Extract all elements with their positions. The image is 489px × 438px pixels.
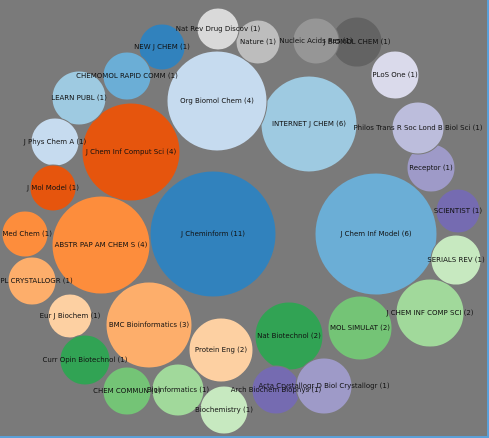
bubble-j-chem-inf-comp-sci[interactable] <box>395 278 465 348</box>
bubble-curr-opin-biotechnol[interactable] <box>59 334 111 386</box>
bubble-scientist[interactable] <box>435 188 481 234</box>
bubble-label-j-biomol-chem: J BIOMOL CHEM (1) <box>322 38 390 46</box>
bubble-mol-simulat[interactable] <box>327 295 393 361</box>
bubble-label-nat-rev-drug-discov: Nat Rev Drug Discov (1) <box>176 25 261 33</box>
bubble-label-chemomol-rapid-comm: CHEMOMOL RAPID COMM (1) <box>76 72 178 80</box>
bubble-label-org-biomol-chem: Org Biomol Chem (4) <box>180 97 254 105</box>
bubble-label-curr-opin-biotechnol: Curr Opin Biotechnol (1) <box>43 356 128 364</box>
bubble-label-j-med-chem: J Med Chem (1) <box>0 230 52 238</box>
bubble-label-j-chem-inf-comput-sci: J Chem Inf Comput Sci (4) <box>85 148 177 156</box>
bubble-label-j-phys-chem-a: J Phys Chem A (1) <box>23 138 87 146</box>
bubble-nucleic-acids-res[interactable] <box>292 17 340 65</box>
bubble-acta-crystallogr-d-biol-crystallogr[interactable] <box>295 357 353 415</box>
bubble-eur-j-biochem[interactable] <box>47 293 93 339</box>
bubble-j-chem-inf-model[interactable] <box>314 172 438 296</box>
bubble-label-j-mol-model: J Mol Model (1) <box>26 184 79 192</box>
bubble-label-philos-trans-r-soc-lond-b-biol-sci: Philos Trans R Soc Lond B Biol Sci (1) <box>353 124 482 132</box>
bubble-org-biomol-chem[interactable] <box>166 50 268 152</box>
bubble-label-mol-simulat: MOL SIMULAT (2) <box>330 324 390 332</box>
bubble-j-cheminform[interactable] <box>149 170 277 298</box>
bubble-label-learn-publ: LEARN PUBL (1) <box>51 94 107 102</box>
bubble-plos-one[interactable] <box>370 50 420 100</box>
bubble-nat-rev-drug-discov[interactable] <box>196 7 240 51</box>
bubble-j-med-chem[interactable] <box>1 210 49 258</box>
bubble-label-j-cheminform: J Cheminform (11) <box>180 230 245 238</box>
bubble-label-j-chem-inf-comp-sci: J CHEM INF COMP SCI (2) <box>385 309 473 317</box>
bubble-label-scientist: SCIENTIST (1) <box>434 207 483 215</box>
bubble-chemomol-rapid-comm[interactable] <box>102 51 152 101</box>
bubble-label-bmc-bioinformatics: BMC Bioinformatics (3) <box>109 321 190 329</box>
bubble-label-eur-j-biochem: Eur J Biochem (1) <box>40 312 101 320</box>
bubble-label-j-chem-inf-model: J Chem Inf Model (6) <box>339 230 412 238</box>
bubble-abstr-pap-am-chem-s[interactable] <box>51 195 151 295</box>
bubble-new-j-chem[interactable] <box>138 23 186 71</box>
bubble-chem-commun[interactable] <box>102 366 152 416</box>
bubble-nature[interactable] <box>235 19 281 65</box>
bubble-label-nucleic-acids-res: Nucleic Acids Res (1) <box>279 37 352 45</box>
bubble-label-protein-eng: Protein Eng (2) <box>195 346 247 354</box>
bubble-serials-rev[interactable] <box>430 234 482 286</box>
bubble-j-chem-inf-comput-sci[interactable] <box>81 102 181 202</box>
bubble-label-nature: Nature (1) <box>240 38 276 46</box>
bubble-bmc-bioinformatics[interactable] <box>105 281 193 369</box>
bubble-label-abstr-pap-am-chem-s: ABSTR PAP AM CHEM S (4) <box>55 241 148 249</box>
bubble-label-chem-commun: CHEM COMMUN (1) <box>93 387 161 395</box>
bubble-label-biochemistry: Biochemistry (1) <box>195 406 253 414</box>
bubble-label-nat-biotechnol: Nat Biotechnol (2) <box>257 332 321 340</box>
bubble-learn-publ[interactable] <box>51 70 107 126</box>
bubble-philos-trans-r-soc-lond-b-biol-sci[interactable] <box>391 101 445 155</box>
bubble-biochemistry[interactable] <box>199 385 249 435</box>
bubble-j-mol-model[interactable] <box>29 164 77 212</box>
bubble-label-bioinformatics: Bioinformatics (1) <box>147 386 210 394</box>
bubble-appl-crystallogr[interactable] <box>7 256 57 306</box>
bubble-label-appl-crystallogr: APPL CRYSTALLOGR (1) <box>0 277 73 285</box>
bubble-label-new-j-chem: NEW J CHEM (1) <box>134 43 190 51</box>
bubble-label-acta-crystallogr-d-biol-crystallogr: Acta Crystallogr D Biol Crystallogr (1) <box>258 382 389 390</box>
bubble-label-plos-one: PLoS One (1) <box>372 71 418 79</box>
bubble-label-receptor: Receptor (1) <box>409 164 453 172</box>
bubble-label-serials-rev: SERIALS REV (1) <box>427 256 485 264</box>
bubble-label-internet-j-chem: INTERNET J CHEM (6) <box>272 120 346 128</box>
bubble-protein-eng[interactable] <box>188 317 254 383</box>
bubble-label-arch-biochem-biophys: Arch Biochem Biophys (1) <box>231 386 322 394</box>
bubble-bioinformatics[interactable] <box>151 363 205 417</box>
